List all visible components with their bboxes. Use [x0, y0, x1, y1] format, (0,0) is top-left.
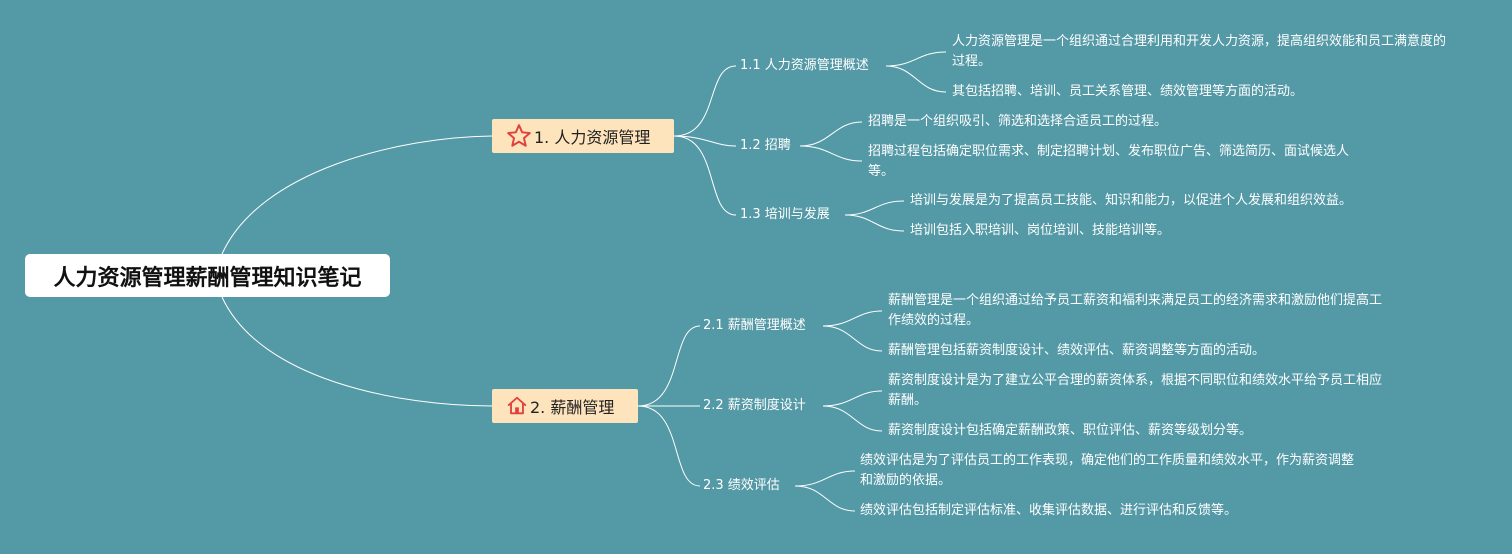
note-2-3-1-text: 绩效评估是为了评估员工的工作表现，确定他们的工作质量和绩效水平，作为薪资调整和激… — [860, 453, 1355, 488]
connector-b1-t2 — [673, 135, 737, 147]
connector-root-b1 — [221, 135, 493, 255]
connector-t23-n1 — [794, 470, 856, 487]
topic-2-3[interactable]: 2.3 绩效评估 — [703, 478, 780, 494]
connector-t23-n2 — [794, 485, 856, 512]
topic-2-1-label: 2.1 薪酬管理概述 — [703, 318, 806, 333]
topic-2-3-label: 2.3 绩效评估 — [703, 478, 780, 493]
topic-1-3[interactable]: 1.3 培训与发展 — [740, 207, 830, 223]
branch-2-label: 2. 薪酬管理 — [530, 398, 615, 417]
note-1-2-2[interactable]: 招聘过程包括确定职位需求、制定招聘计划、发布职位广告、筛选简历、面试候选人等。 — [868, 142, 1368, 182]
note-2-2-1[interactable]: 薪资制度设计是为了建立公平合理的薪资体系，根据不同职位和绩效水平给予员工相应薪酬… — [888, 371, 1388, 411]
note-2-3-1[interactable]: 绩效评估是为了评估员工的工作表现，确定他们的工作质量和绩效水平，作为薪资调整和激… — [860, 451, 1360, 491]
note-2-1-2[interactable]: 薪酬管理包括薪资制度设计、绩效评估、薪资调整等方面的活动。 — [888, 341, 1388, 361]
note-2-2-2-text: 薪资制度设计包括确定薪酬政策、职位评估、薪资等级划分等。 — [888, 423, 1253, 438]
note-2-1-1[interactable]: 薪酬管理是一个组织通过给予员工薪资和福利来满足员工的经济需求和激励他们提高工作绩… — [888, 291, 1388, 331]
note-2-1-2-text: 薪酬管理包括薪资制度设计、绩效评估、薪资调整等方面的活动。 — [888, 343, 1266, 358]
connector-b1-t1 — [673, 65, 737, 137]
note-1-1-2[interactable]: 其包括招聘、培训、员工关系管理、绩效管理等方面的活动。 — [952, 82, 1452, 102]
connector-b1-t3 — [673, 135, 737, 216]
connector-t21-n2 — [822, 325, 883, 352]
connector-t12-n1 — [799, 121, 863, 147]
home-icon — [507, 396, 527, 415]
note-1-1-1[interactable]: 人力资源管理是一个组织通过合理利用和开发人力资源，提高组织效能和员工满意度的过程… — [952, 32, 1452, 72]
connector-t11-n1 — [885, 51, 947, 67]
note-2-2-1-text: 薪资制度设计是为了建立公平合理的薪资体系，根据不同职位和绩效水平给予员工相应薪酬… — [888, 373, 1383, 408]
connector-root-b2 — [221, 296, 493, 407]
topic-2-1[interactable]: 2.1 薪酬管理概述 — [703, 318, 806, 334]
connector-b2-t3 — [637, 405, 701, 487]
topic-1-2[interactable]: 1.2 招聘 — [740, 138, 791, 154]
connector-t11-n2 — [885, 65, 947, 93]
note-1-3-2-text: 培训包括入职培训、岗位培训、技能培训等。 — [910, 223, 1171, 238]
connector-t13-n2 — [844, 214, 905, 232]
note-1-3-2[interactable]: 培训包括入职培训、岗位培训、技能培训等。 — [910, 221, 1410, 241]
root-topic[interactable]: 人力资源管理薪酬管理知识笔记 — [25, 254, 390, 297]
topic-1-1[interactable]: 1.1 人力资源管理概述 — [740, 58, 869, 74]
star-icon — [507, 124, 531, 147]
branch-2-topic[interactable]: 2. 薪酬管理 — [492, 389, 638, 423]
topic-1-1-label: 1.1 人力资源管理概述 — [740, 58, 869, 73]
note-2-3-2[interactable]: 绩效评估包括制定评估标准、收集评估数据、进行评估和反馈等。 — [860, 501, 1360, 521]
note-2-2-2[interactable]: 薪资制度设计包括确定薪酬政策、职位评估、薪资等级划分等。 — [888, 421, 1388, 441]
topic-2-2[interactable]: 2.2 薪资制度设计 — [703, 398, 806, 414]
topic-1-2-label: 1.2 招聘 — [740, 138, 791, 153]
note-2-3-2-text: 绩效评估包括制定评估标准、收集评估数据、进行评估和反馈等。 — [860, 503, 1238, 518]
note-1-1-1-text: 人力资源管理是一个组织通过合理利用和开发人力资源，提高组织效能和员工满意度的过程… — [952, 34, 1447, 69]
topic-2-2-label: 2.2 薪资制度设计 — [703, 398, 806, 413]
connector-t21-n1 — [822, 310, 883, 327]
note-2-1-1-text: 薪酬管理是一个组织通过给予员工薪资和福利来满足员工的经济需求和激励他们提高工作绩… — [888, 293, 1383, 328]
connector-b2-t1 — [637, 325, 701, 407]
connector-t22-n2 — [822, 405, 883, 432]
root-title: 人力资源管理薪酬管理知识笔记 — [53, 265, 362, 291]
connector-t12-n2 — [799, 145, 863, 162]
branch-1-label: 1. 人力资源管理 — [534, 128, 651, 147]
note-1-2-1[interactable]: 招聘是一个组织吸引、筛选和选择合适员工的过程。 — [868, 112, 1368, 132]
topic-1-3-label: 1.3 培训与发展 — [740, 207, 830, 222]
branch-1-topic[interactable]: 1. 人力资源管理 — [492, 119, 674, 153]
note-1-1-2-text: 其包括招聘、培训、员工关系管理、绩效管理等方面的活动。 — [952, 84, 1304, 99]
note-1-3-1[interactable]: 培训与发展是为了提高员工技能、知识和能力，以促进个人发展和组织效益。 — [910, 191, 1410, 211]
connector-t13-n1 — [844, 200, 905, 216]
connector-t22-n1 — [822, 390, 883, 407]
note-1-2-1-text: 招聘是一个组织吸引、筛选和选择合适员工的过程。 — [868, 114, 1168, 129]
note-1-2-2-text: 招聘过程包括确定职位需求、制定招聘计划、发布职位广告、筛选简历、面试候选人等。 — [868, 144, 1350, 179]
note-1-3-1-text: 培训与发展是为了提高员工技能、知识和能力，以促进个人发展和组织效益。 — [910, 193, 1353, 208]
